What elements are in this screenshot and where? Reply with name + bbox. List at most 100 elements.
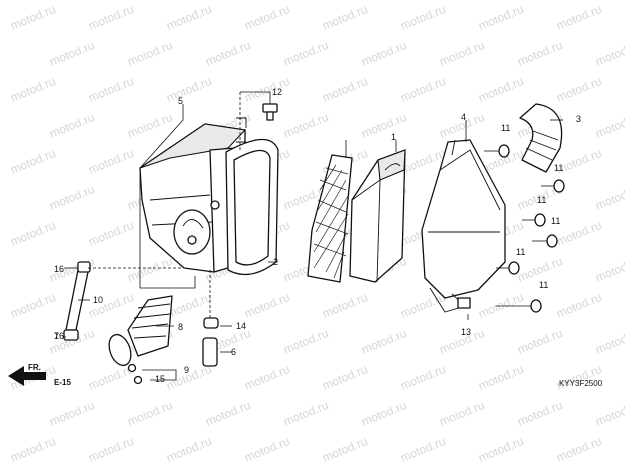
watermark-text: motod.ru xyxy=(125,398,174,429)
watermark-text: motod.ru xyxy=(281,38,330,69)
watermark-text: motod.ru xyxy=(476,290,525,321)
watermark-text: motod.ru xyxy=(320,434,369,465)
watermark-text: motod.ru xyxy=(476,434,525,465)
watermark-text: motod.ru xyxy=(320,362,369,393)
watermark-text: motod.ru xyxy=(554,74,603,105)
callout-14: 14 xyxy=(236,321,246,331)
watermark-text: motod.ru xyxy=(593,326,625,357)
watermark-text: motod.ru xyxy=(593,254,625,285)
front-arrow xyxy=(8,366,46,386)
intake-duct[interactable] xyxy=(519,103,563,173)
callout-6: 6 xyxy=(231,347,236,357)
watermark-text: motod.ru xyxy=(242,362,291,393)
callout-1: 1 xyxy=(391,132,396,142)
watermark-text: motod.ru xyxy=(476,74,525,105)
watermark-text: motod.ru xyxy=(86,2,135,33)
filter-element[interactable] xyxy=(349,149,406,283)
watermark-text: motod.ru xyxy=(359,398,408,429)
callout-16: 16 xyxy=(54,264,64,274)
callout-16: 16 xyxy=(54,331,64,341)
watermark-text: motod.ru xyxy=(593,110,625,141)
gasket[interactable] xyxy=(225,138,279,276)
watermark-text: motod.ru xyxy=(281,398,330,429)
callout-9: 9 xyxy=(184,365,189,375)
watermark-text: motod.ru xyxy=(203,38,252,69)
watermark-text: motod.ru xyxy=(242,2,291,33)
front-label: FR. xyxy=(28,363,41,372)
watermark-text: motod.ru xyxy=(86,146,135,177)
watermark-text: motod.ru xyxy=(515,38,564,69)
watermark-text: motod.ru xyxy=(359,110,408,141)
watermark-text: motod.ru xyxy=(164,2,213,33)
watermark-text: motod.ru xyxy=(320,290,369,321)
callout-8: 8 xyxy=(178,322,183,332)
mesh-screen[interactable] xyxy=(307,154,353,283)
watermark-text: motod.ru xyxy=(164,434,213,465)
watermark-text: motod.ru xyxy=(398,74,447,105)
clip-14[interactable] xyxy=(203,317,219,329)
diagram-code: KYY3F2500 xyxy=(559,379,603,388)
watermark-text: motod.ru xyxy=(8,74,57,105)
watermark-text: motod.ru xyxy=(8,290,57,321)
drain-tube[interactable] xyxy=(63,261,91,341)
callout-11: 11 xyxy=(551,216,560,226)
leader-lines xyxy=(64,91,563,381)
watermark-text: motod.ru xyxy=(515,326,564,357)
watermark-text: motod.ru xyxy=(554,434,603,465)
watermark-text: motod.ru xyxy=(281,326,330,357)
watermark-text: motod.ru xyxy=(125,110,174,141)
watermark-text: motod.ru xyxy=(398,290,447,321)
callout-13: 13 xyxy=(461,327,471,337)
watermark-text: motod.ru xyxy=(359,326,408,357)
screws-15[interactable] xyxy=(127,363,143,385)
screws-11[interactable] xyxy=(484,144,565,313)
watermark-text: motod.ru xyxy=(593,398,625,429)
watermark-text: motod.ru xyxy=(320,74,369,105)
watermark-text: motod.ru xyxy=(437,38,486,69)
callout-5: 5 xyxy=(178,96,183,106)
watermark-text: motod.ru xyxy=(8,434,57,465)
watermark-text: motod.ru xyxy=(242,74,291,105)
watermark-text: motod.ru xyxy=(86,218,135,249)
watermark-text: motod.ru xyxy=(476,2,525,33)
watermark-text: motod.ru xyxy=(554,290,603,321)
callout-3: 3 xyxy=(576,114,581,124)
watermark-text: motod.ru xyxy=(125,38,174,69)
watermark-text: motod.ru xyxy=(281,110,330,141)
connecting-tube[interactable] xyxy=(105,295,173,368)
callout-12: 12 xyxy=(272,87,282,97)
watermark-text: motod.ru xyxy=(398,434,447,465)
watermark-text: motod.ru xyxy=(476,362,525,393)
callout-11: 11 xyxy=(501,123,510,133)
watermark-text: motod.ru xyxy=(398,362,447,393)
watermark-text: motod.ru xyxy=(125,254,174,285)
watermark-text: motod.ru xyxy=(8,2,57,33)
watermark-text: motod.ru xyxy=(164,74,213,105)
watermark-text: motod.ru xyxy=(86,74,135,105)
watermark-text: motod.ru xyxy=(359,38,408,69)
watermark-text: motod.ru xyxy=(515,398,564,429)
watermark-text: motod.ru xyxy=(554,218,603,249)
callout-11: 11 xyxy=(537,195,546,205)
watermark-text: motod.ru xyxy=(47,38,96,69)
watermark-text: motod.ru xyxy=(47,398,96,429)
callout-11: 11 xyxy=(539,280,548,290)
watermark-text: motod.ru xyxy=(437,398,486,429)
callout-10: 10 xyxy=(93,295,103,305)
watermark-text: motod.ru xyxy=(320,2,369,33)
watermark-text: motod.ru xyxy=(554,362,603,393)
watermark-text: motod.ru xyxy=(593,182,625,213)
watermark-text: motod.ru xyxy=(8,218,57,249)
watermark-text: motod.ru xyxy=(86,434,135,465)
watermark-text: motod.ru xyxy=(398,2,447,33)
callout-4: 4 xyxy=(461,112,466,122)
bolt-12[interactable] xyxy=(262,103,278,121)
watermark-text: motod.ru xyxy=(593,38,625,69)
callout-11: 11 xyxy=(516,247,525,257)
drain-plug[interactable] xyxy=(202,337,218,367)
watermark-text: motod.ru xyxy=(554,2,603,33)
watermark-text: motod.ru xyxy=(47,182,96,213)
air-cleaner-cover[interactable] xyxy=(421,139,506,313)
watermark-text: motod.ru xyxy=(47,110,96,141)
